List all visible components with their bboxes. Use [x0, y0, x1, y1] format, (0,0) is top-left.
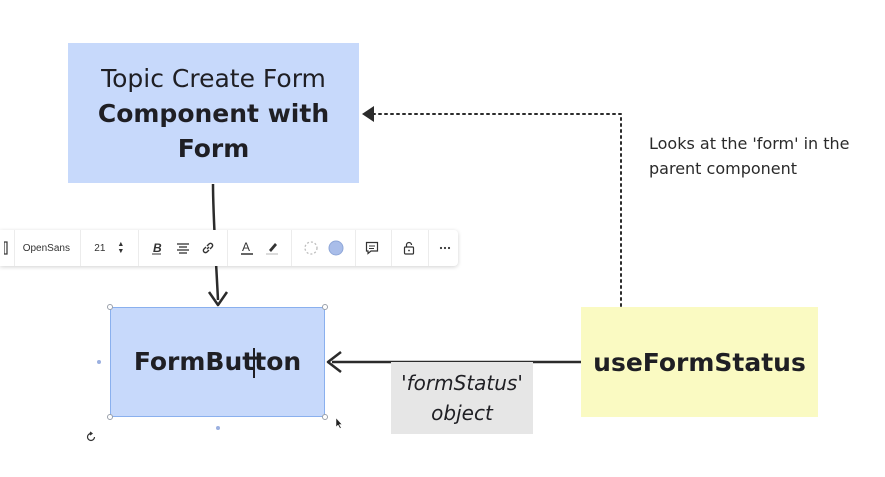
resize-handle-top-left[interactable] [107, 304, 113, 310]
comment-icon[interactable] [360, 230, 385, 266]
text-color-icon[interactable]: A [234, 230, 259, 266]
topic-box-line1: Topic Create Form [101, 63, 326, 93]
use-form-status-label: useFormStatus [593, 347, 806, 377]
resize-handle-top-right[interactable] [322, 304, 328, 310]
more-icon[interactable] [433, 230, 458, 266]
form-status-connector-label[interactable]: 'formStatus' object [391, 362, 533, 434]
toolbar-divider [227, 230, 228, 266]
use-form-status-box[interactable]: useFormStatus [581, 307, 818, 417]
border-color-icon[interactable] [298, 230, 323, 266]
svg-text:B: B [153, 241, 162, 255]
font-size-value: 21 [94, 242, 106, 254]
form-button-box[interactable]: FormButton [110, 307, 325, 417]
dotted-arrow-status-to-topic [367, 113, 622, 307]
toolbar-divider [354, 230, 356, 266]
resize-handle-bottom-left[interactable] [107, 414, 113, 420]
rotate-icon[interactable] [85, 431, 97, 443]
form-status-label-line1: 'formStatus' [401, 371, 523, 395]
resize-handle-bottom-right[interactable] [322, 414, 328, 420]
fill-color-icon[interactable] [323, 230, 348, 266]
form-button-label[interactable]: FormButton [134, 347, 301, 378]
svg-text:A: A [242, 240, 250, 254]
mouse-cursor-icon [335, 418, 343, 429]
connection-point-left[interactable] [97, 360, 101, 364]
form-status-label-line2: object [431, 401, 493, 425]
text-format-toolbar: OpenSans 21 ▲▼ B A [0, 230, 458, 266]
highlighter-icon[interactable] [259, 230, 284, 266]
topic-create-form-box[interactable]: Topic Create Form Component with Form [68, 43, 359, 183]
font-family-select[interactable]: OpenSans [22, 242, 70, 254]
arrowhead-formbutton-left [326, 351, 342, 373]
arrowhead-topic [362, 106, 374, 122]
form-button-label-part2: ton [254, 346, 302, 376]
toolbar-divider [137, 230, 139, 266]
shape-icon[interactable] [0, 230, 14, 266]
toolbar-divider [79, 230, 81, 266]
toolbar-divider [290, 230, 292, 266]
note-text[interactable]: Looks at the 'form' in the parent compon… [649, 134, 850, 178]
font-size-stepper[interactable]: 21 ▲▼ [81, 230, 138, 266]
bold-icon[interactable]: B [145, 230, 170, 266]
toolbar-divider [13, 230, 15, 266]
font-size-arrows-icon[interactable]: ▲▼ [117, 241, 125, 255]
link-icon[interactable] [196, 230, 221, 266]
form-button-label-part1: FormBut [133, 346, 255, 376]
toolbar-divider [391, 230, 393, 266]
arrowhead-formbutton [207, 291, 229, 307]
align-center-icon[interactable] [170, 230, 195, 266]
text-cursor [253, 347, 256, 378]
toolbar-divider [427, 230, 429, 266]
lock-icon[interactable] [396, 230, 421, 266]
topic-box-line2: Component with [97, 98, 330, 128]
topic-box-line3: Form [177, 133, 250, 163]
connection-point-bottom[interactable] [216, 426, 220, 430]
